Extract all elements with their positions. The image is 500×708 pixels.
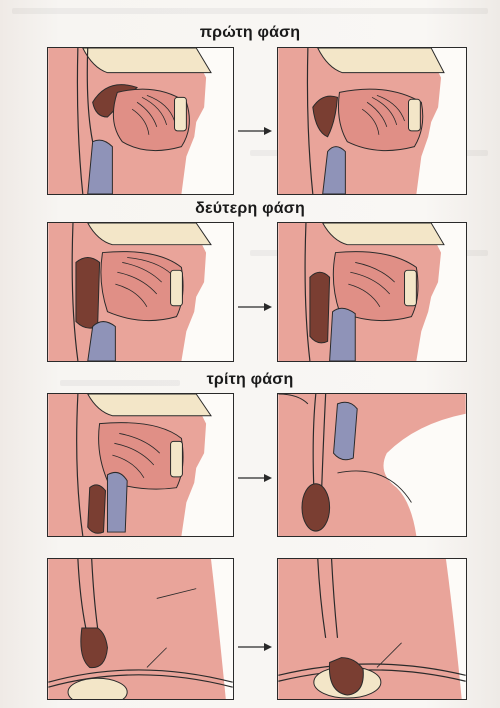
arrow-right-icon [238,302,272,312]
diagram-phase3-before [47,393,234,537]
phase-title-second: δεύτερη φάση [0,200,500,218]
background-text-line [12,8,488,14]
diagram-phase1-after [277,47,467,195]
diagram-phase4-before [47,558,234,700]
phase-title-first: πρώτη φάση [0,24,500,42]
neck-esophagus-illustration [278,394,466,536]
diagram-phase1-before [47,47,234,195]
diagram-phase2-after [277,222,467,362]
esophagus-stomach-illustration [48,559,233,699]
diagram-phase2-before [47,222,234,362]
head-sagittal-illustration [48,394,233,536]
arrow-right-icon [238,126,272,136]
head-sagittal-illustration [48,223,233,361]
head-sagittal-illustration [278,48,466,194]
esophagus-stomach-illustration [278,559,466,699]
diagram-phase3-after [277,393,467,537]
phase-title-third: τρίτη φάση [0,371,500,389]
head-sagittal-illustration [278,223,466,361]
head-sagittal-illustration [48,48,233,194]
arrow-right-icon [238,642,272,652]
arrow-right-icon [238,473,272,483]
diagram-phase4-after [277,558,467,700]
